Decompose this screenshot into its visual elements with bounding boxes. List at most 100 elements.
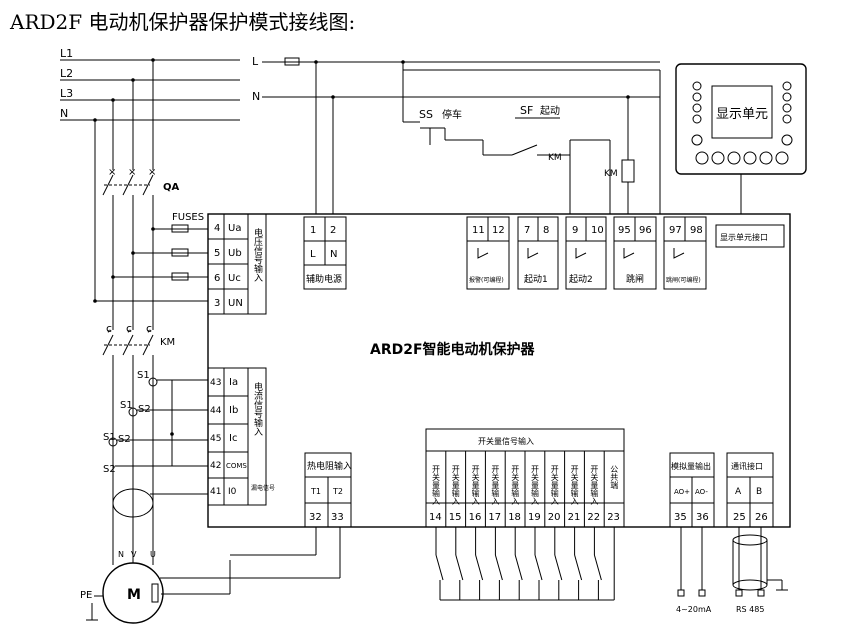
svg-text:T1: T1 <box>310 487 321 496</box>
svg-text:11: 11 <box>472 225 485 236</box>
line-label-l1: L1 <box>60 47 73 60</box>
svg-text:RS 485: RS 485 <box>736 605 764 614</box>
switch-terminal-16: 16 <box>469 512 482 523</box>
svg-text:Ib: Ib <box>229 405 238 416</box>
svg-text:S1: S1 <box>120 400 133 411</box>
thermistor-terminals: 热电阻输入 T1 T2 32 33 <box>160 452 352 579</box>
svg-text:V: V <box>131 550 137 559</box>
switch-input-label: 开关量输入 <box>451 465 460 505</box>
three-phase-bus: L1 L2 L3 N <box>60 47 240 300</box>
svg-text:热电阻输入: 热电阻输入 <box>307 460 352 472</box>
display-button-4 <box>743 151 757 165</box>
switch-input-label: 开关量输入 <box>511 465 520 505</box>
qa-label: QA <box>163 182 180 193</box>
analog-output-terminals: 模拟量输出 AO+ AO- 35 36 4~20mA <box>669 452 715 614</box>
switch-input-label: 开关量输入 <box>432 465 441 505</box>
switch-terminal-18: 18 <box>508 512 521 523</box>
switch-input-terminals: 开关量信号输入 开关量输入14开关量输入15开关量输入16开关量输入17开关量输… <box>425 428 625 528</box>
svg-text:COMS: COMS <box>226 462 247 470</box>
svg-text:B: B <box>756 487 762 497</box>
svg-text:4~20mA: 4~20mA <box>676 605 712 614</box>
svg-text:98: 98 <box>690 225 703 236</box>
svg-text:SF: SF <box>520 104 533 117</box>
svg-text:96: 96 <box>639 225 652 236</box>
svg-text:L: L <box>310 249 316 260</box>
terminal-5-name: Ub <box>228 248 242 259</box>
terminal-6-name: Uc <box>228 273 241 284</box>
switch-terminal-23: 23 <box>607 512 620 523</box>
svg-text:44: 44 <box>210 406 222 416</box>
current-caption: 电流信号输入 <box>252 381 263 436</box>
svg-text:I0: I0 <box>228 487 237 497</box>
aux-power-terminals: 1 2 L N 辅助电源 <box>303 216 347 290</box>
terminal-5-num: 5 <box>214 248 220 259</box>
svg-text:跳闸: 跳闸 <box>626 273 644 285</box>
svg-text:×: × <box>148 167 156 178</box>
svg-text:L: L <box>252 55 259 68</box>
svg-text:10: 10 <box>591 225 604 236</box>
svg-text:12: 12 <box>492 225 505 236</box>
terminal-3-name: UN <box>228 298 243 309</box>
svg-text:ɕ: ɕ <box>106 322 112 335</box>
svg-text:95: 95 <box>618 225 631 236</box>
svg-text:ɕ: ɕ <box>146 322 152 335</box>
svg-text:33: 33 <box>331 512 344 523</box>
svg-text:S1: S1 <box>137 370 150 381</box>
line-label-n: N <box>60 107 68 120</box>
svg-text:起动1: 起动1 <box>524 274 548 285</box>
page-title: ARD2F 电动机保护器保护模式接线图: <box>10 10 356 34</box>
device-label: ARD2F智能电动机保护器 <box>370 341 536 358</box>
svg-text:32: 32 <box>309 512 322 523</box>
switch-terminal-14: 14 <box>429 512 442 523</box>
svg-text:显示单元接口: 显示单元接口 <box>720 232 768 242</box>
display-unit-label: 显示单元 <box>716 107 768 122</box>
leak-caption: 漏电信号 <box>251 484 275 492</box>
terminal-6-num: 6 <box>214 273 220 284</box>
svg-text:×: × <box>108 167 116 178</box>
voltage-caption: 电压信号输入 <box>252 227 263 282</box>
switch-input-label: 开关量输入 <box>531 465 540 505</box>
switch-input-label: 开关量输入 <box>550 465 559 505</box>
svg-text:1: 1 <box>310 225 316 236</box>
display-button-3 <box>727 151 741 165</box>
switch-terminal-21: 21 <box>568 512 581 523</box>
switch-terminal-19: 19 <box>528 512 541 523</box>
svg-text:S1: S1 <box>103 432 116 443</box>
svg-text:ɕ: ɕ <box>126 322 132 335</box>
switch-terminal-15: 15 <box>449 512 462 523</box>
aux-supply: L N KM SS 停车 SF 起动 KM <box>252 55 661 214</box>
line-label-l3: L3 <box>60 87 73 100</box>
common-terminal-label: 公共端 <box>610 465 619 490</box>
svg-text:43: 43 <box>210 378 221 388</box>
svg-text:AO-: AO- <box>695 488 708 496</box>
switch-terminal-20: 20 <box>548 512 561 523</box>
voltage-taps: FUSES <box>93 212 208 303</box>
display-button-2 <box>711 151 725 165</box>
svg-text:×: × <box>128 167 136 178</box>
switch-input-label: 开关量输入 <box>491 465 500 505</box>
svg-text:Ia: Ia <box>229 377 238 388</box>
svg-text:报警(可编程): 报警(可编程) <box>469 276 504 284</box>
switch-input-label: 开关量输入 <box>471 465 480 505</box>
svg-text:AO+: AO+ <box>674 488 690 496</box>
display-port: 显示单元接口 <box>715 224 785 248</box>
svg-text:开关量信号输入: 开关量信号输入 <box>478 436 534 446</box>
svg-text:通讯接口: 通讯接口 <box>731 461 763 471</box>
display-unit: 显示单元 <box>675 63 807 214</box>
motor-label: M <box>127 587 141 603</box>
svg-text:KM: KM <box>548 153 562 163</box>
svg-text:25: 25 <box>733 512 746 523</box>
switch-input-label: 开关量输入 <box>570 465 579 505</box>
switch-input-label: 开关量输入 <box>590 465 599 505</box>
svg-text:SS: SS <box>419 108 433 121</box>
display-button-1 <box>695 151 709 165</box>
qa-breaker: × × × QA <box>102 167 180 330</box>
svg-text:起动: 起动 <box>540 105 560 117</box>
svg-text:T2: T2 <box>332 487 343 496</box>
svg-text:跳闸(可编程): 跳闸(可编程) <box>666 276 701 284</box>
motor: M PE <box>80 545 231 624</box>
comm-terminals: 通讯接口 A B 25 26 RS 485 <box>726 452 788 614</box>
